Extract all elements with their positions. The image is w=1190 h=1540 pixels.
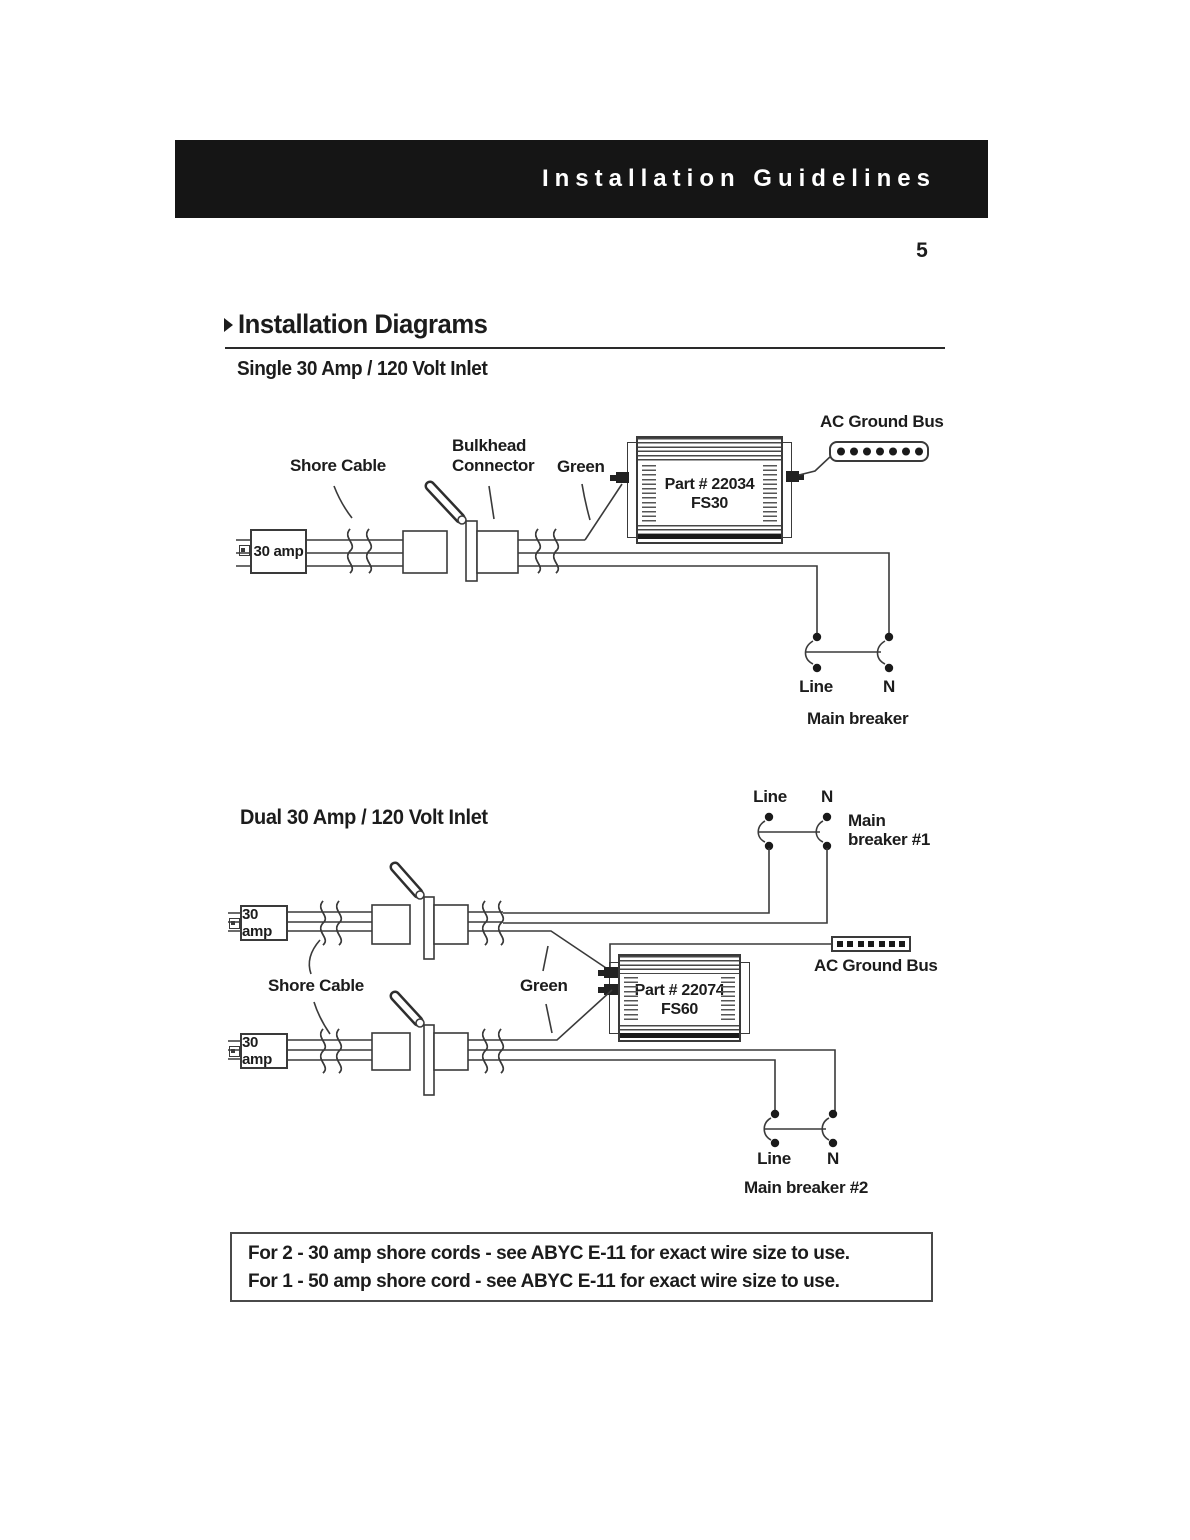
leader-line	[333, 485, 353, 519]
inlet-label: 30 amp	[242, 906, 272, 940]
breaker2-line-label: Line	[757, 1149, 791, 1168]
dual-diagram-title: Dual 30 Amp / 120 Volt Inlet	[240, 806, 488, 829]
inlet-key-icon	[229, 1046, 240, 1057]
wire-break-icon	[552, 528, 560, 574]
section-bullet-icon	[224, 318, 233, 332]
wire-break-icon	[481, 900, 489, 946]
wire-break-icon	[365, 528, 373, 574]
wire-break-icon	[335, 1028, 343, 1074]
isolator-part-number: Part # 22074	[634, 981, 725, 999]
bulkhead-lever-icon	[389, 990, 424, 1027]
breaker1-line-label: Line	[753, 787, 787, 806]
single-diagram-title: Single 30 Amp / 120 Volt Inlet	[237, 358, 488, 380]
wire-size-note: For 2 - 30 amp shore cords - see ABYC E-…	[230, 1232, 933, 1302]
wire-break-icon	[497, 1028, 505, 1074]
wire-break-icon	[319, 1028, 327, 1074]
ac-ground-bus-icon	[831, 936, 911, 952]
lever-pivot-icon	[457, 515, 467, 525]
shore-inlet-box-2: 30 amp	[229, 1033, 288, 1069]
main-breaker-label: Main breaker	[807, 709, 909, 728]
shore-inlet-box: 30 amp	[239, 529, 307, 574]
header-bar: Installation Guidelines	[175, 140, 988, 218]
main-breaker-2-icon	[763, 1109, 838, 1148]
green-wire	[584, 483, 623, 541]
bulkhead-connector-label: Bulkhead Connector	[452, 436, 535, 475]
wire-break-icon	[534, 528, 542, 574]
main-breaker-icon	[804, 632, 894, 673]
leader-line	[313, 1001, 331, 1035]
breaker-neutral-label: N	[883, 677, 895, 696]
isolator-label-area: Part # 22034 FS30	[638, 462, 781, 525]
main-breaker1-label: Main breaker #1	[848, 811, 931, 849]
note-line-1: For 2 - 30 amp shore cords - see ABYC E-…	[248, 1242, 850, 1264]
inlet-label: 30 amp	[253, 543, 304, 560]
inlet-key-icon	[239, 545, 250, 556]
isolator-flange	[740, 962, 750, 1034]
leader-line	[545, 1003, 553, 1034]
wire-break-icon	[497, 900, 505, 946]
green-wire	[468, 989, 613, 1041]
shore-cable-label: Shore Cable	[290, 456, 386, 475]
main-breaker-1-icon	[757, 812, 832, 851]
section-title: Installation Diagrams	[238, 309, 488, 339]
leader-line	[542, 945, 549, 972]
galvanic-isolator-fs60: Part # 22074 FS60	[618, 954, 741, 1042]
note-line-2: For 1 - 50 amp shore cord - see ABYC E-1…	[248, 1270, 840, 1292]
ac-ground-bus-icon	[829, 441, 929, 462]
wire-break-icon	[319, 900, 327, 946]
isolator-part-number: Part # 22034	[664, 475, 755, 493]
isolator-model: FS30	[690, 494, 729, 512]
breaker2-neutral-label: N	[827, 1149, 839, 1168]
wire-break-icon	[346, 528, 354, 574]
green-wire-label: Green	[557, 457, 605, 476]
header-title: Installation Guidelines	[541, 165, 936, 192]
isolator-fins-bottom	[638, 525, 781, 534]
breaker1-neutral-label: N	[821, 787, 833, 806]
inlet-label: 30 amp	[242, 1034, 272, 1068]
main-breaker2-label: Main breaker #2	[744, 1178, 869, 1197]
shore-cable-label: Shore Cable	[268, 976, 364, 995]
shore-inlet-box-1: 30 amp	[229, 905, 288, 941]
lever-pivot-icon	[415, 1018, 425, 1028]
page-number: 5	[916, 239, 928, 262]
green-wire-label: Green	[520, 976, 568, 995]
breaker-line-label: Line	[799, 677, 833, 696]
lever-pivot-icon	[415, 890, 425, 900]
isolator-model: FS60	[660, 1000, 699, 1018]
green-wire	[503, 930, 613, 973]
wire-break-icon	[335, 900, 343, 946]
leader-line	[488, 485, 495, 520]
section-rule	[225, 347, 945, 349]
leader-line	[308, 939, 321, 975]
isolator-fins-bottom	[620, 1025, 739, 1033]
isolator-band	[638, 534, 781, 539]
isolator-fins-top	[620, 956, 739, 974]
galvanic-isolator-fs30: Part # 22034 FS30	[636, 436, 783, 544]
isolator-fins-top	[638, 438, 781, 462]
ac-ground-bus-label: AC Ground Bus	[820, 412, 944, 431]
ac-ground-bus-label: AC Ground Bus	[814, 956, 938, 975]
inlet-key-icon	[229, 918, 240, 929]
bulkhead-lever-icon	[424, 480, 466, 524]
bulkhead-lever-icon	[389, 861, 424, 899]
isolator-label-area: Part # 22074 FS60	[620, 974, 739, 1025]
isolator-flange	[782, 442, 792, 538]
isolator-band	[620, 1033, 739, 1038]
leader-line	[581, 483, 591, 521]
wire-break-icon	[481, 1028, 489, 1074]
